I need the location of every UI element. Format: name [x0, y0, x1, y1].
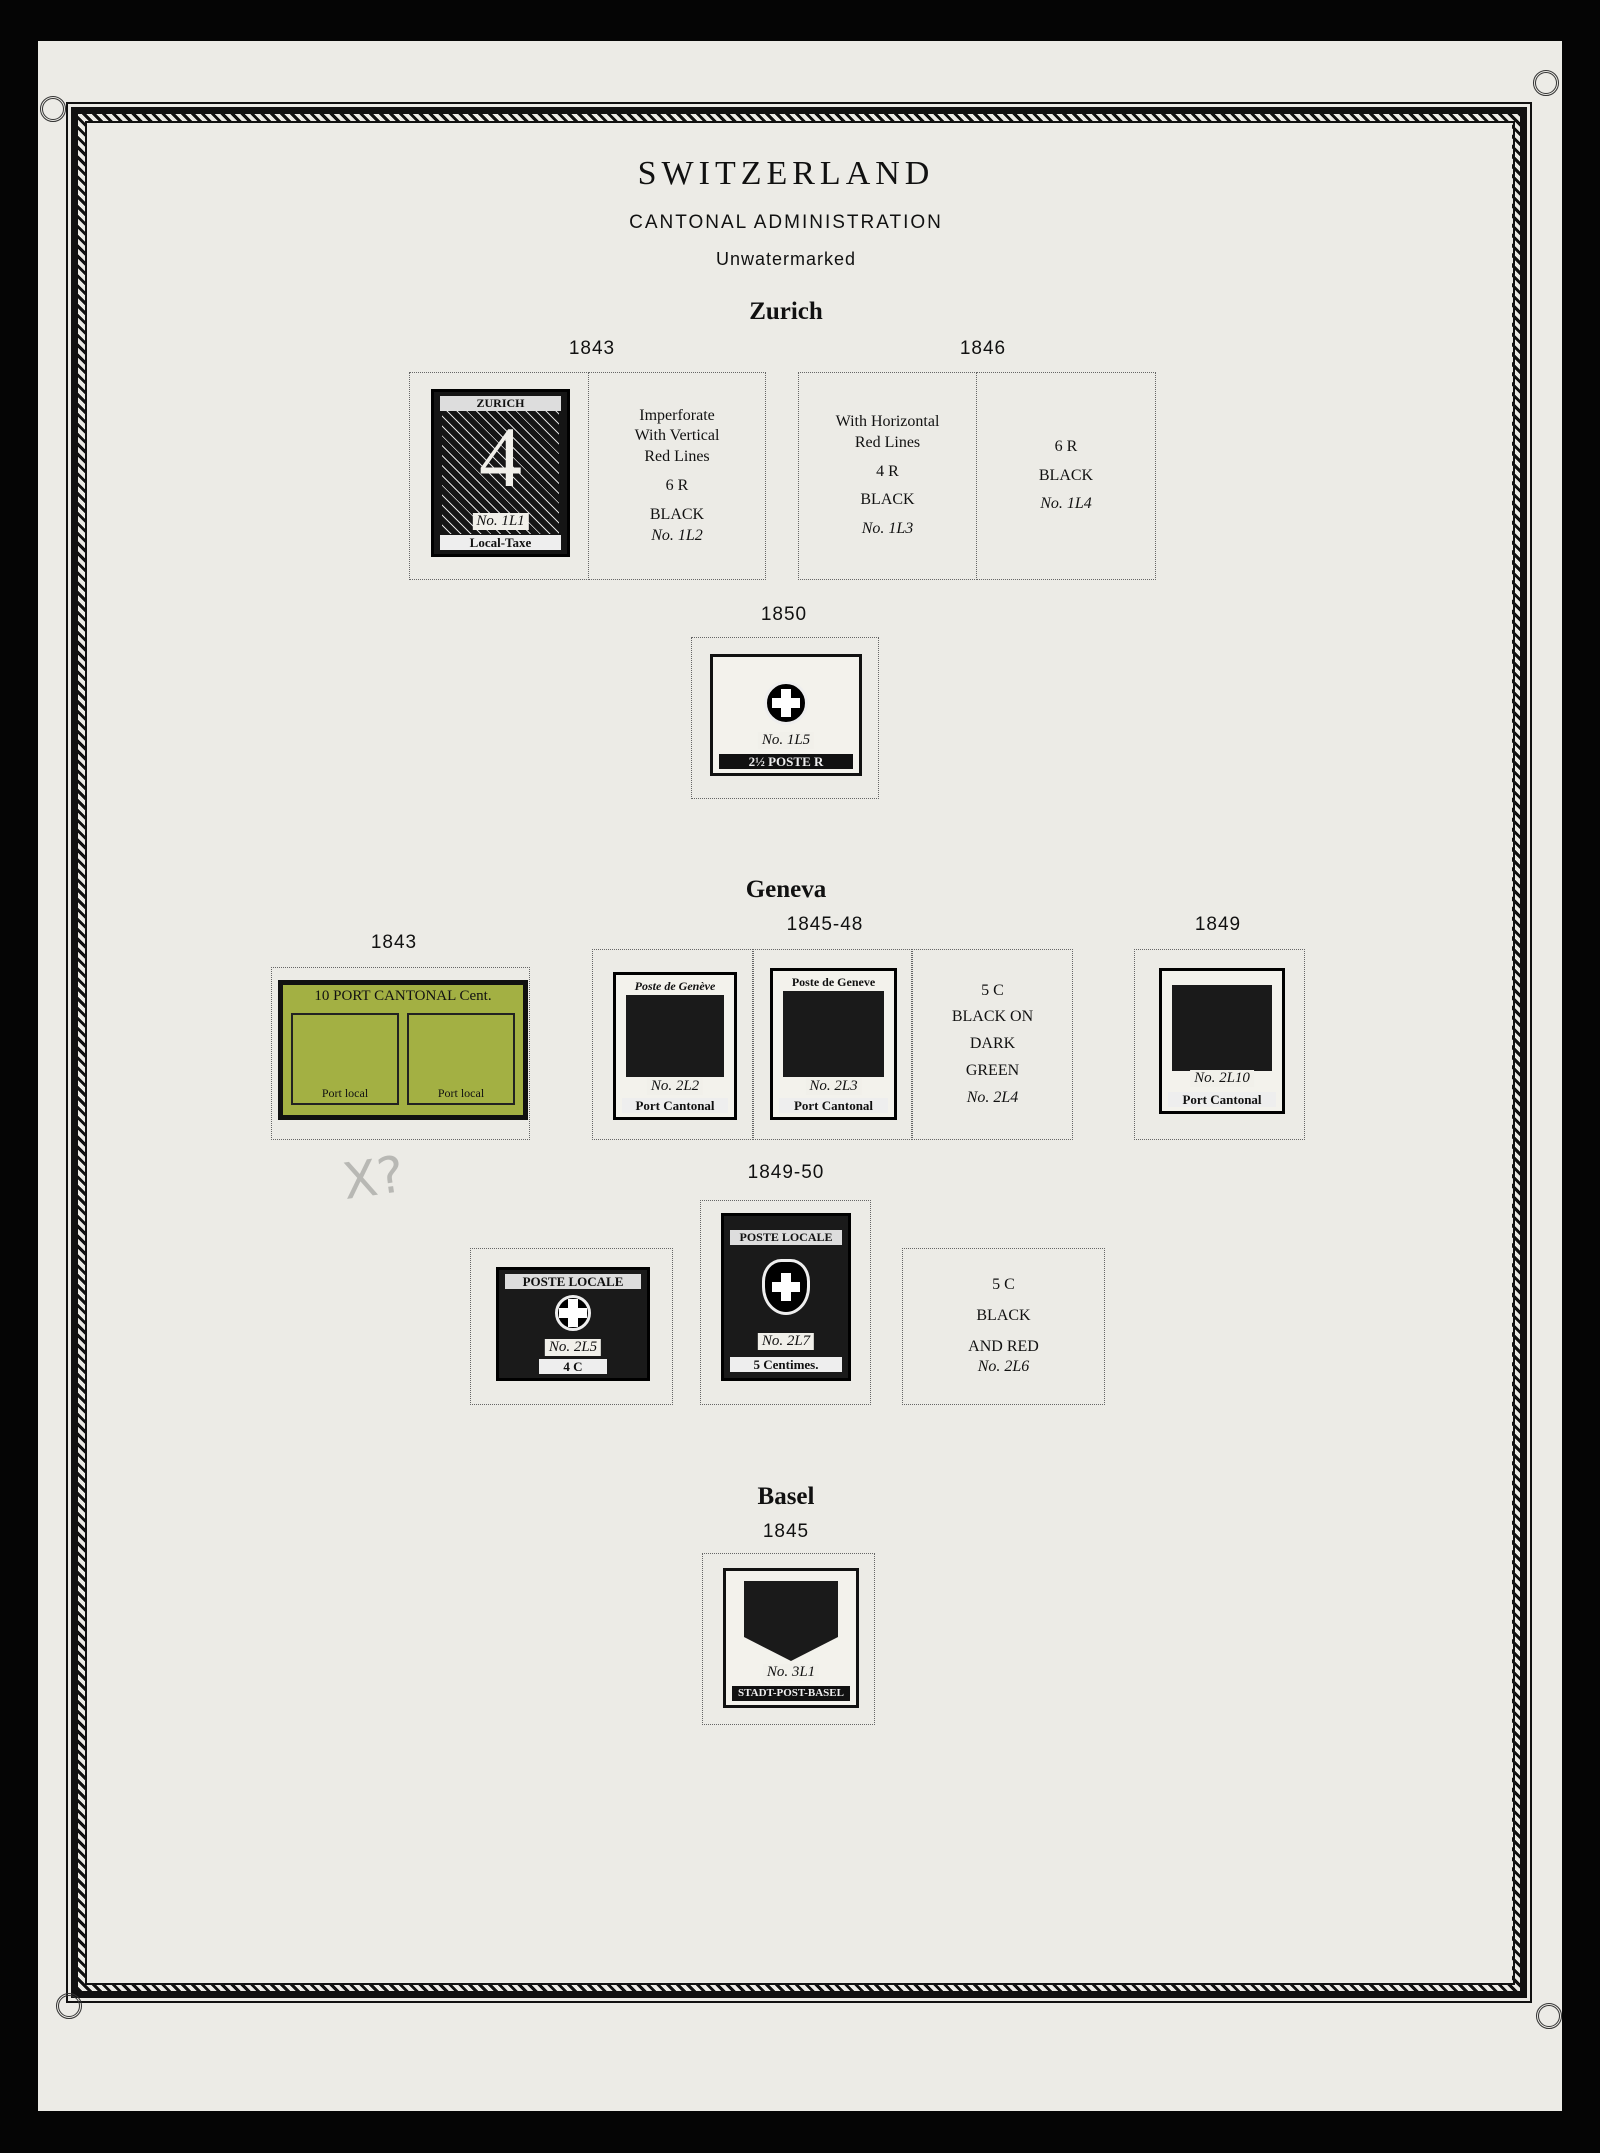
corner-ornament-icon — [1536, 2003, 1562, 2029]
page-subtitle: CANTONAL ADMINISTRATION — [629, 212, 943, 233]
page-title: SWITZERLAND — [637, 155, 935, 192]
corner-ornament-icon — [56, 1993, 82, 2019]
stamp-text: Port Cantonal — [779, 1098, 888, 1113]
corner-ornament-icon — [40, 96, 66, 122]
color: BLACK — [1038, 466, 1094, 484]
stamp-text: 4 C — [539, 1359, 607, 1374]
desc-line: Red Lines — [854, 433, 921, 451]
color: BLACK ON — [951, 1008, 1034, 1026]
denomination: 6 R — [1054, 437, 1078, 455]
stamp-space-2l7: POSTE LOCALE No. 2L7 5 Centimes. — [700, 1200, 871, 1405]
year-label: 1843 — [370, 932, 418, 953]
stamp-text: Poste de Genève — [634, 979, 716, 993]
year-label: 1843 — [568, 338, 616, 359]
desc-line: Red Lines — [644, 448, 710, 466]
stamp-text: Poste de Geneve — [791, 975, 876, 989]
stamp-text: 2½ POSTE R — [719, 754, 853, 769]
page-border-outer — [66, 102, 1532, 2003]
pencil-annotation: X? — [339, 1145, 408, 1211]
catalog-number: No. 2L5 — [544, 1339, 602, 1356]
year-label: 1845-48 — [786, 914, 864, 935]
denomination: 4 R — [876, 462, 899, 480]
stamp-space-geneva-1843: 10 PORT CANTONAL Cent. Port local Port l… — [271, 967, 530, 1140]
catalog-number: No. 3L1 — [762, 1664, 820, 1681]
stamp-2l2: Poste de Genève No. 2L2 Port Cantonal — [613, 972, 737, 1120]
year-label: 1849-50 — [747, 1162, 825, 1183]
color: GREEN — [965, 1061, 1020, 1079]
section-basel: Basel — [757, 1483, 815, 1510]
stamp-1l5: No. 1L5 2½ POSTE R — [710, 654, 862, 776]
catalog-number: No. 2L10 — [1190, 1070, 1254, 1087]
stamp-double-geneva: 10 PORT CANTONAL Cent. Port local Port l… — [278, 980, 528, 1120]
year-label: 1850 — [760, 604, 808, 625]
section-zurich: Zurich — [749, 298, 823, 325]
stamp-text: Port Cantonal — [622, 1098, 728, 1113]
denomination: 6 R — [665, 477, 689, 494]
stamp-space-2l3: Poste de Geneve No. 2L3 Port Cantonal — [753, 949, 912, 1140]
catalog-number: No. 2L3 — [805, 1078, 862, 1095]
stamp-1l1: ZURICH 4 No. 1L1 Local-Taxe — [431, 389, 570, 557]
denomination: 5 C — [992, 1275, 1015, 1293]
stamp-space-2l6: 5 C BLACK AND RED No. 2L6 — [902, 1248, 1105, 1405]
color: AND RED — [968, 1337, 1039, 1355]
year-label: 1845 — [762, 1521, 810, 1542]
stamp-2l5: POSTE LOCALE No. 2L5 4 C — [496, 1267, 650, 1381]
stamp-3l1: No. 3L1 STADT-POST-BASEL — [723, 1568, 859, 1708]
stamp-space-1l4: 6 R BLACK No. 1L4 — [976, 372, 1156, 580]
year-label: 1849 — [1194, 914, 1242, 935]
corner-ornament-icon — [1533, 70, 1559, 96]
year-label: 1846 — [959, 338, 1007, 359]
catalog-number: No. 2L6 — [977, 1358, 1030, 1376]
stamp-text: 10 PORT CANTONAL Cent. — [314, 988, 492, 1004]
stamp-text: Port local — [321, 1086, 369, 1100]
stamp-space-1l5: No. 1L5 2½ POSTE R — [691, 637, 879, 799]
stamp-space-3l1: No. 3L1 STADT-POST-BASEL — [702, 1553, 875, 1725]
desc-line: Imperforate — [639, 406, 715, 424]
stamp-space-1l1: ZURICH 4 No. 1L1 Local-Taxe — [409, 372, 589, 580]
catalog-number: No. 1L3 — [861, 520, 914, 538]
stamp-text: STADT-POST-BASEL — [732, 1686, 850, 1701]
stamp-space-2l2: Poste de Genève No. 2L2 Port Cantonal — [592, 949, 753, 1140]
stamp-text: POSTE LOCALE — [505, 1274, 641, 1289]
catalog-number: No. 1L1 — [472, 513, 529, 530]
stamp-2l10: No. 2L10 Port Cantonal — [1159, 968, 1285, 1114]
desc-line: With Horizontal — [835, 413, 940, 430]
stamp-text: Local-Taxe — [440, 535, 561, 550]
section-geneva: Geneva — [745, 876, 827, 903]
catalog-number: No. 2L2 — [646, 1078, 704, 1095]
stamp-space-2l10: No. 2L10 Port Cantonal — [1134, 949, 1305, 1140]
page-border-inner — [85, 121, 1515, 1985]
catalog-number: No. 1L4 — [1040, 495, 1092, 513]
stamp-text: POSTE LOCALE — [730, 1230, 842, 1245]
stamp-value: 4 — [479, 409, 522, 505]
denomination: 5 C — [981, 981, 1004, 999]
stamp-text: Port Cantonal — [1168, 1092, 1276, 1107]
stamp-text: ZURICH — [440, 396, 561, 411]
catalog-number: No. 1L5 — [757, 732, 815, 749]
color: BLACK — [649, 505, 705, 523]
watermark-note: Unwatermarked — [715, 249, 857, 269]
color: BLACK — [976, 1306, 1031, 1324]
stamp-text: 5 Centimes. — [730, 1357, 842, 1372]
color: DARK — [969, 1035, 1016, 1053]
stamp-2l7: POSTE LOCALE No. 2L7 5 Centimes. — [721, 1213, 851, 1381]
desc-line: With Vertical — [634, 427, 720, 445]
catalog-number: No. 2L7 — [757, 1333, 815, 1350]
stamp-space-2l5: POSTE LOCALE No. 2L5 4 C — [470, 1248, 673, 1405]
color: BLACK — [860, 491, 915, 509]
catalog-number: No. 2L4 — [966, 1088, 1019, 1106]
stamp-text: Port local — [437, 1086, 485, 1100]
catalog-number: No. 1L2 — [651, 526, 703, 544]
stamp-2l3: Poste de Geneve No. 2L3 Port Cantonal — [770, 968, 897, 1120]
stamp-space-2l4: 5 C BLACK ON DARK GREEN No. 2L4 — [912, 949, 1073, 1140]
